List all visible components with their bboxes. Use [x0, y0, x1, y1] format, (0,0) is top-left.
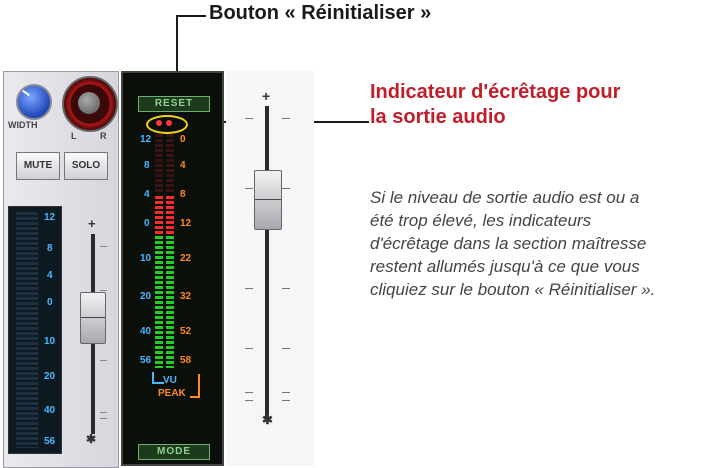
master-fader-scale	[245, 288, 253, 289]
reset-button-callout: Bouton « Réinitialiser »	[209, 2, 432, 24]
channel-meter-tick: 56	[44, 436, 56, 447]
pan-knob[interactable]	[78, 92, 100, 114]
master-fader-plus-icon: +	[262, 88, 271, 104]
clip-indicator-highlight	[146, 115, 188, 134]
vu-tick: 20	[140, 291, 152, 302]
peak-tick: 12	[180, 218, 192, 229]
master-fader-area	[226, 71, 314, 466]
master-fader-scale	[245, 118, 253, 119]
vu-meter-right-red	[166, 134, 174, 194]
channel-fader-scale	[100, 246, 107, 247]
peak-tick: 4	[180, 160, 186, 171]
channel-fader-minus-icon: ✱	[86, 432, 97, 446]
vu-tick: 40	[140, 326, 152, 337]
pan-right-label: R	[100, 131, 107, 141]
peak-tick: 22	[180, 253, 192, 264]
description-line: Si le niveau de sortie audio est ou a	[370, 188, 640, 207]
clip-indicator-callout: Indicateur d'écrêtage pour la sortie aud…	[370, 80, 620, 130]
vu-tick: 0	[144, 218, 150, 229]
vu-meter-left-green	[155, 236, 163, 368]
channel-fader-scale	[100, 290, 107, 291]
peak-tick: 8	[180, 189, 186, 200]
channel-meter-tick: 0	[47, 297, 53, 308]
master-fader-track	[265, 106, 269, 418]
mute-button[interactable]: MUTE	[16, 152, 60, 180]
channel-meter-bars	[16, 212, 38, 448]
channel-meter-tick: 40	[44, 405, 56, 416]
peak-label: PEAK	[158, 388, 186, 399]
reset-callout-line-vertical	[176, 15, 178, 77]
description-text: Si le niveau de sortie audio est ou a ét…	[370, 186, 655, 301]
channel-meter-tick: 20	[44, 371, 56, 382]
description-line: d'écrêtage dans la section maîtresse	[370, 234, 647, 253]
vu-meter-right-hot	[166, 196, 174, 234]
clip-callout-line-1: Indicateur d'écrêtage pour	[370, 81, 621, 103]
width-label: WIDTH	[8, 120, 38, 130]
master-fader-scale	[282, 392, 290, 393]
channel-fader-handle[interactable]	[80, 292, 106, 344]
vu-label: VU	[163, 375, 177, 386]
channel-fader-scale	[100, 418, 107, 419]
description-line: cliquiez sur le bouton « Réinitialiser »…	[370, 280, 656, 299]
master-fader-scale	[245, 348, 253, 349]
master-fader-scale	[282, 118, 290, 119]
master-fader-scale	[245, 400, 253, 401]
peak-tick: 32	[180, 291, 192, 302]
mode-button[interactable]: MODE	[138, 444, 210, 460]
clip-callout-line-2: la sortie audio	[370, 106, 506, 128]
solo-button[interactable]: SOLO	[64, 152, 108, 180]
vu-tick: 8	[144, 160, 150, 171]
vu-bracket-icon	[152, 372, 164, 384]
peak-tick: 58	[180, 355, 192, 366]
vu-meter-right-green	[166, 236, 174, 368]
master-fader-scale	[245, 392, 253, 393]
vu-meter-left-hot	[155, 196, 163, 234]
channel-fader-scale	[100, 412, 107, 413]
reset-callout-line-horizontal	[176, 15, 206, 17]
master-fader-scale	[282, 348, 290, 349]
vu-tick: 10	[140, 253, 152, 264]
master-fader-scale	[282, 288, 290, 289]
vu-tick: 56	[140, 355, 152, 366]
channel-meter-tick: 4	[47, 270, 53, 281]
master-fader-scale	[245, 188, 253, 189]
channel-meter-tick: 8	[47, 243, 53, 254]
channel-fader-scale	[100, 360, 107, 361]
channel-fader-plus-icon: +	[88, 216, 96, 231]
master-fader-scale	[282, 400, 290, 401]
vu-tick: 12	[140, 134, 152, 145]
channel-meter-tick: 10	[44, 336, 56, 347]
pan-left-label: L	[71, 131, 77, 141]
vu-tick: 4	[144, 189, 150, 200]
peak-tick: 52	[180, 326, 192, 337]
master-fader-minus-icon: ✱	[262, 412, 273, 427]
master-fader-handle[interactable]	[254, 170, 282, 230]
channel-meter-tick: 12	[44, 212, 56, 223]
description-line: été trop élevé, les indicateurs	[370, 211, 592, 230]
vu-meter-left-red	[155, 134, 163, 194]
peak-tick: 0	[180, 134, 186, 145]
reset-button[interactable]: RESET	[138, 96, 210, 112]
master-fader-scale	[282, 188, 290, 189]
width-knob[interactable]	[16, 84, 52, 120]
description-line: restent allumés jusqu'à ce que vous	[370, 257, 640, 276]
peak-bracket-icon	[190, 374, 200, 398]
